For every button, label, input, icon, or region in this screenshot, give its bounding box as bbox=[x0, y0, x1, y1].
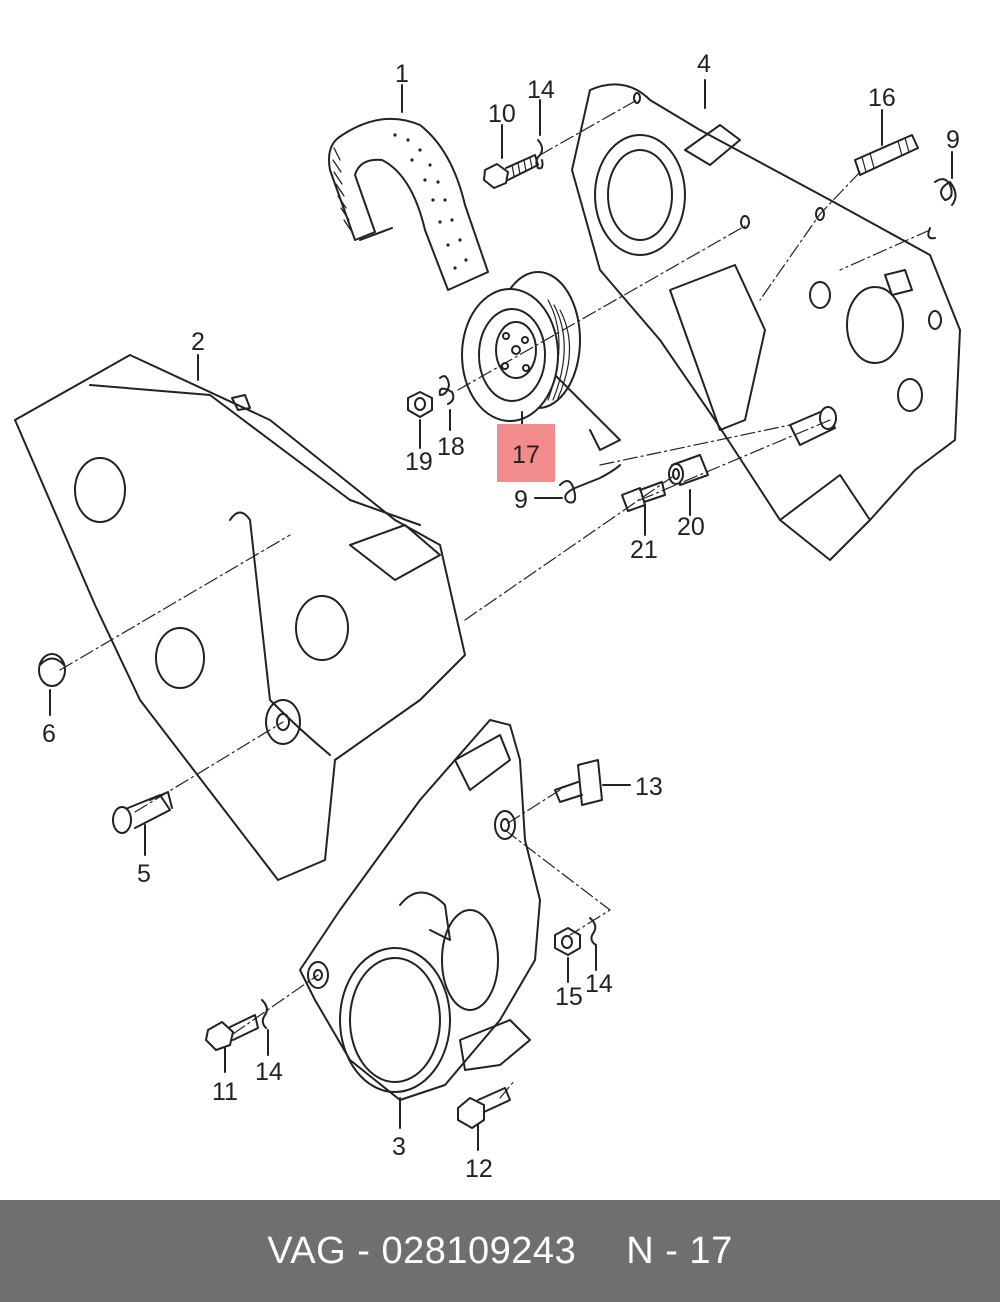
part-label-3: 3 bbox=[392, 1133, 406, 1161]
lower-timing-cover bbox=[299, 719, 541, 1101]
assembly-axes bbox=[59, 99, 931, 1099]
part-label-13: 13 bbox=[635, 773, 663, 801]
rivet-5 bbox=[112, 791, 173, 834]
washer-14-right bbox=[589, 917, 597, 946]
part-label-17: 17 bbox=[512, 441, 540, 469]
footer-bar: VAG - 028109243 N - 17 bbox=[0, 1200, 1000, 1302]
exploded-parts-diagram: 1 2 3 4 5 6 9 9 10 11 12 13 14 14 14 15 … bbox=[14, 50, 961, 1183]
spacer-20 bbox=[668, 454, 709, 486]
washer-14-left bbox=[261, 999, 268, 1029]
washer-14-top bbox=[535, 139, 544, 170]
part-label-20: 20 bbox=[677, 513, 705, 541]
bolt-10 bbox=[483, 154, 539, 189]
part-label-18: 18 bbox=[437, 433, 465, 461]
washer-18 bbox=[438, 375, 455, 405]
part-label-6: 6 bbox=[42, 720, 56, 748]
part-label-16: 16 bbox=[868, 84, 896, 112]
part-label-2: 2 bbox=[191, 328, 205, 356]
part-label-19: 19 bbox=[405, 448, 433, 476]
upper-timing-cover bbox=[14, 354, 466, 881]
part-label-12: 12 bbox=[465, 1155, 493, 1183]
stud-16 bbox=[854, 134, 919, 176]
part-label-21: 21 bbox=[630, 536, 658, 564]
timing-belt bbox=[328, 117, 489, 291]
nut-19 bbox=[407, 391, 433, 418]
nut-15 bbox=[554, 927, 581, 956]
part-label-1: 1 bbox=[395, 60, 409, 88]
bolt-13 bbox=[554, 759, 603, 806]
part-label-14-top: 14 bbox=[527, 76, 555, 104]
plug-6 bbox=[38, 653, 66, 687]
bolt-12 bbox=[457, 1087, 511, 1129]
clip-9-left bbox=[559, 464, 621, 504]
part-label-14-left: 14 bbox=[255, 1058, 283, 1086]
part-label-5: 5 bbox=[137, 860, 151, 888]
part-label-14-right: 14 bbox=[585, 970, 613, 998]
footer-part-number: 028109243 bbox=[381, 1229, 577, 1272]
rear-timing-cover bbox=[571, 83, 961, 561]
part-label-15: 15 bbox=[555, 983, 583, 1011]
footer-separator: - bbox=[357, 1229, 371, 1272]
footer-position: N - 17 bbox=[626, 1229, 733, 1272]
part-label-9-right: 9 bbox=[946, 126, 960, 154]
tensioner-pulley bbox=[461, 271, 621, 451]
footer-brand: VAG bbox=[267, 1229, 347, 1272]
bolt-11 bbox=[205, 1014, 259, 1051]
part-label-4: 4 bbox=[697, 50, 711, 78]
part-label-9-left: 9 bbox=[514, 486, 528, 514]
part-label-10: 10 bbox=[488, 100, 516, 128]
clip-9-right bbox=[927, 178, 957, 240]
part-label-11: 11 bbox=[212, 1078, 238, 1106]
highlight-box bbox=[497, 424, 555, 482]
